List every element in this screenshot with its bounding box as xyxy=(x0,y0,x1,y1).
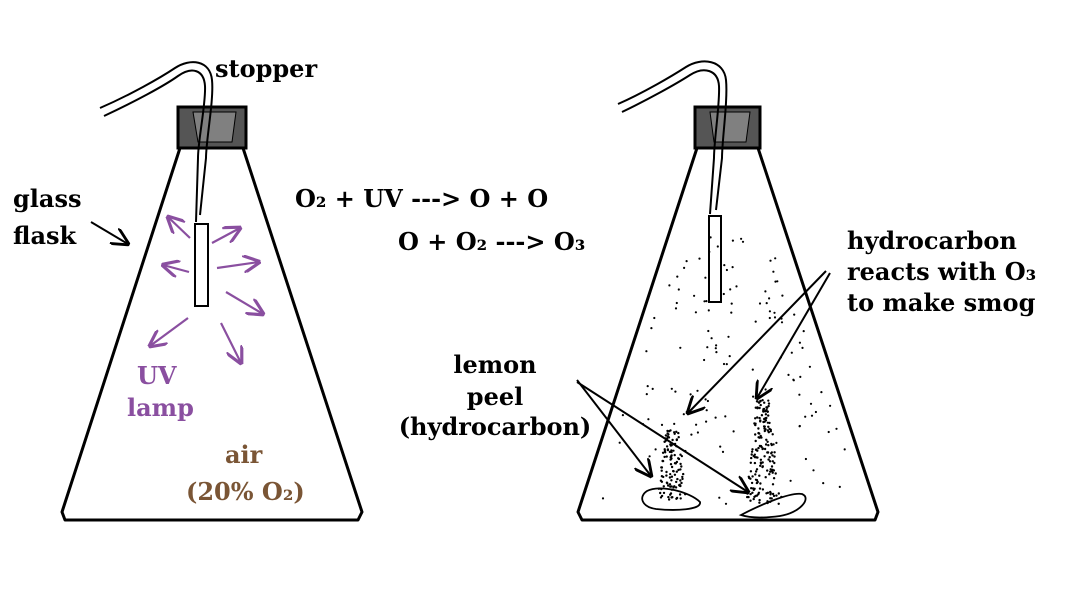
glass-flask-arrow xyxy=(90,221,128,244)
right-flask xyxy=(576,146,880,522)
uv-rays xyxy=(150,217,263,363)
air-label-line2: (20% O₂) xyxy=(186,477,305,506)
air-label-line1: air xyxy=(225,440,263,469)
left-lamp-tube xyxy=(99,61,214,307)
lemon-label-line1: lemon xyxy=(453,350,537,379)
pointer-arrows xyxy=(576,270,831,492)
equation-1: O₂ + UV ---> O + O xyxy=(295,184,549,213)
glass-flask-label-line2: flask xyxy=(13,221,77,250)
hydrocarbon-label-line3: to make smog xyxy=(847,288,1036,317)
right-lamp-tube xyxy=(617,60,728,303)
lemon-peels xyxy=(641,487,807,519)
equation-2: O + O₂ ---> O₃ xyxy=(398,227,586,256)
left-stopper xyxy=(176,105,248,150)
smog-particles xyxy=(601,236,846,505)
uv-lamp-label-line1: UV xyxy=(137,361,177,390)
uv-lamp-label-line2: lamp xyxy=(127,393,194,422)
right-stopper xyxy=(693,105,762,150)
glass-flask-label-line1: glass xyxy=(13,184,82,213)
lemon-label-line2: peel xyxy=(466,382,524,411)
hydrocarbon-label-line2: reacts with O₃ xyxy=(847,257,1037,286)
lemon-label-line3: (hydrocarbon) xyxy=(398,412,592,441)
stopper-label: stopper xyxy=(215,54,318,83)
hydrocarbon-label-line1: hydrocarbon xyxy=(847,226,1017,255)
